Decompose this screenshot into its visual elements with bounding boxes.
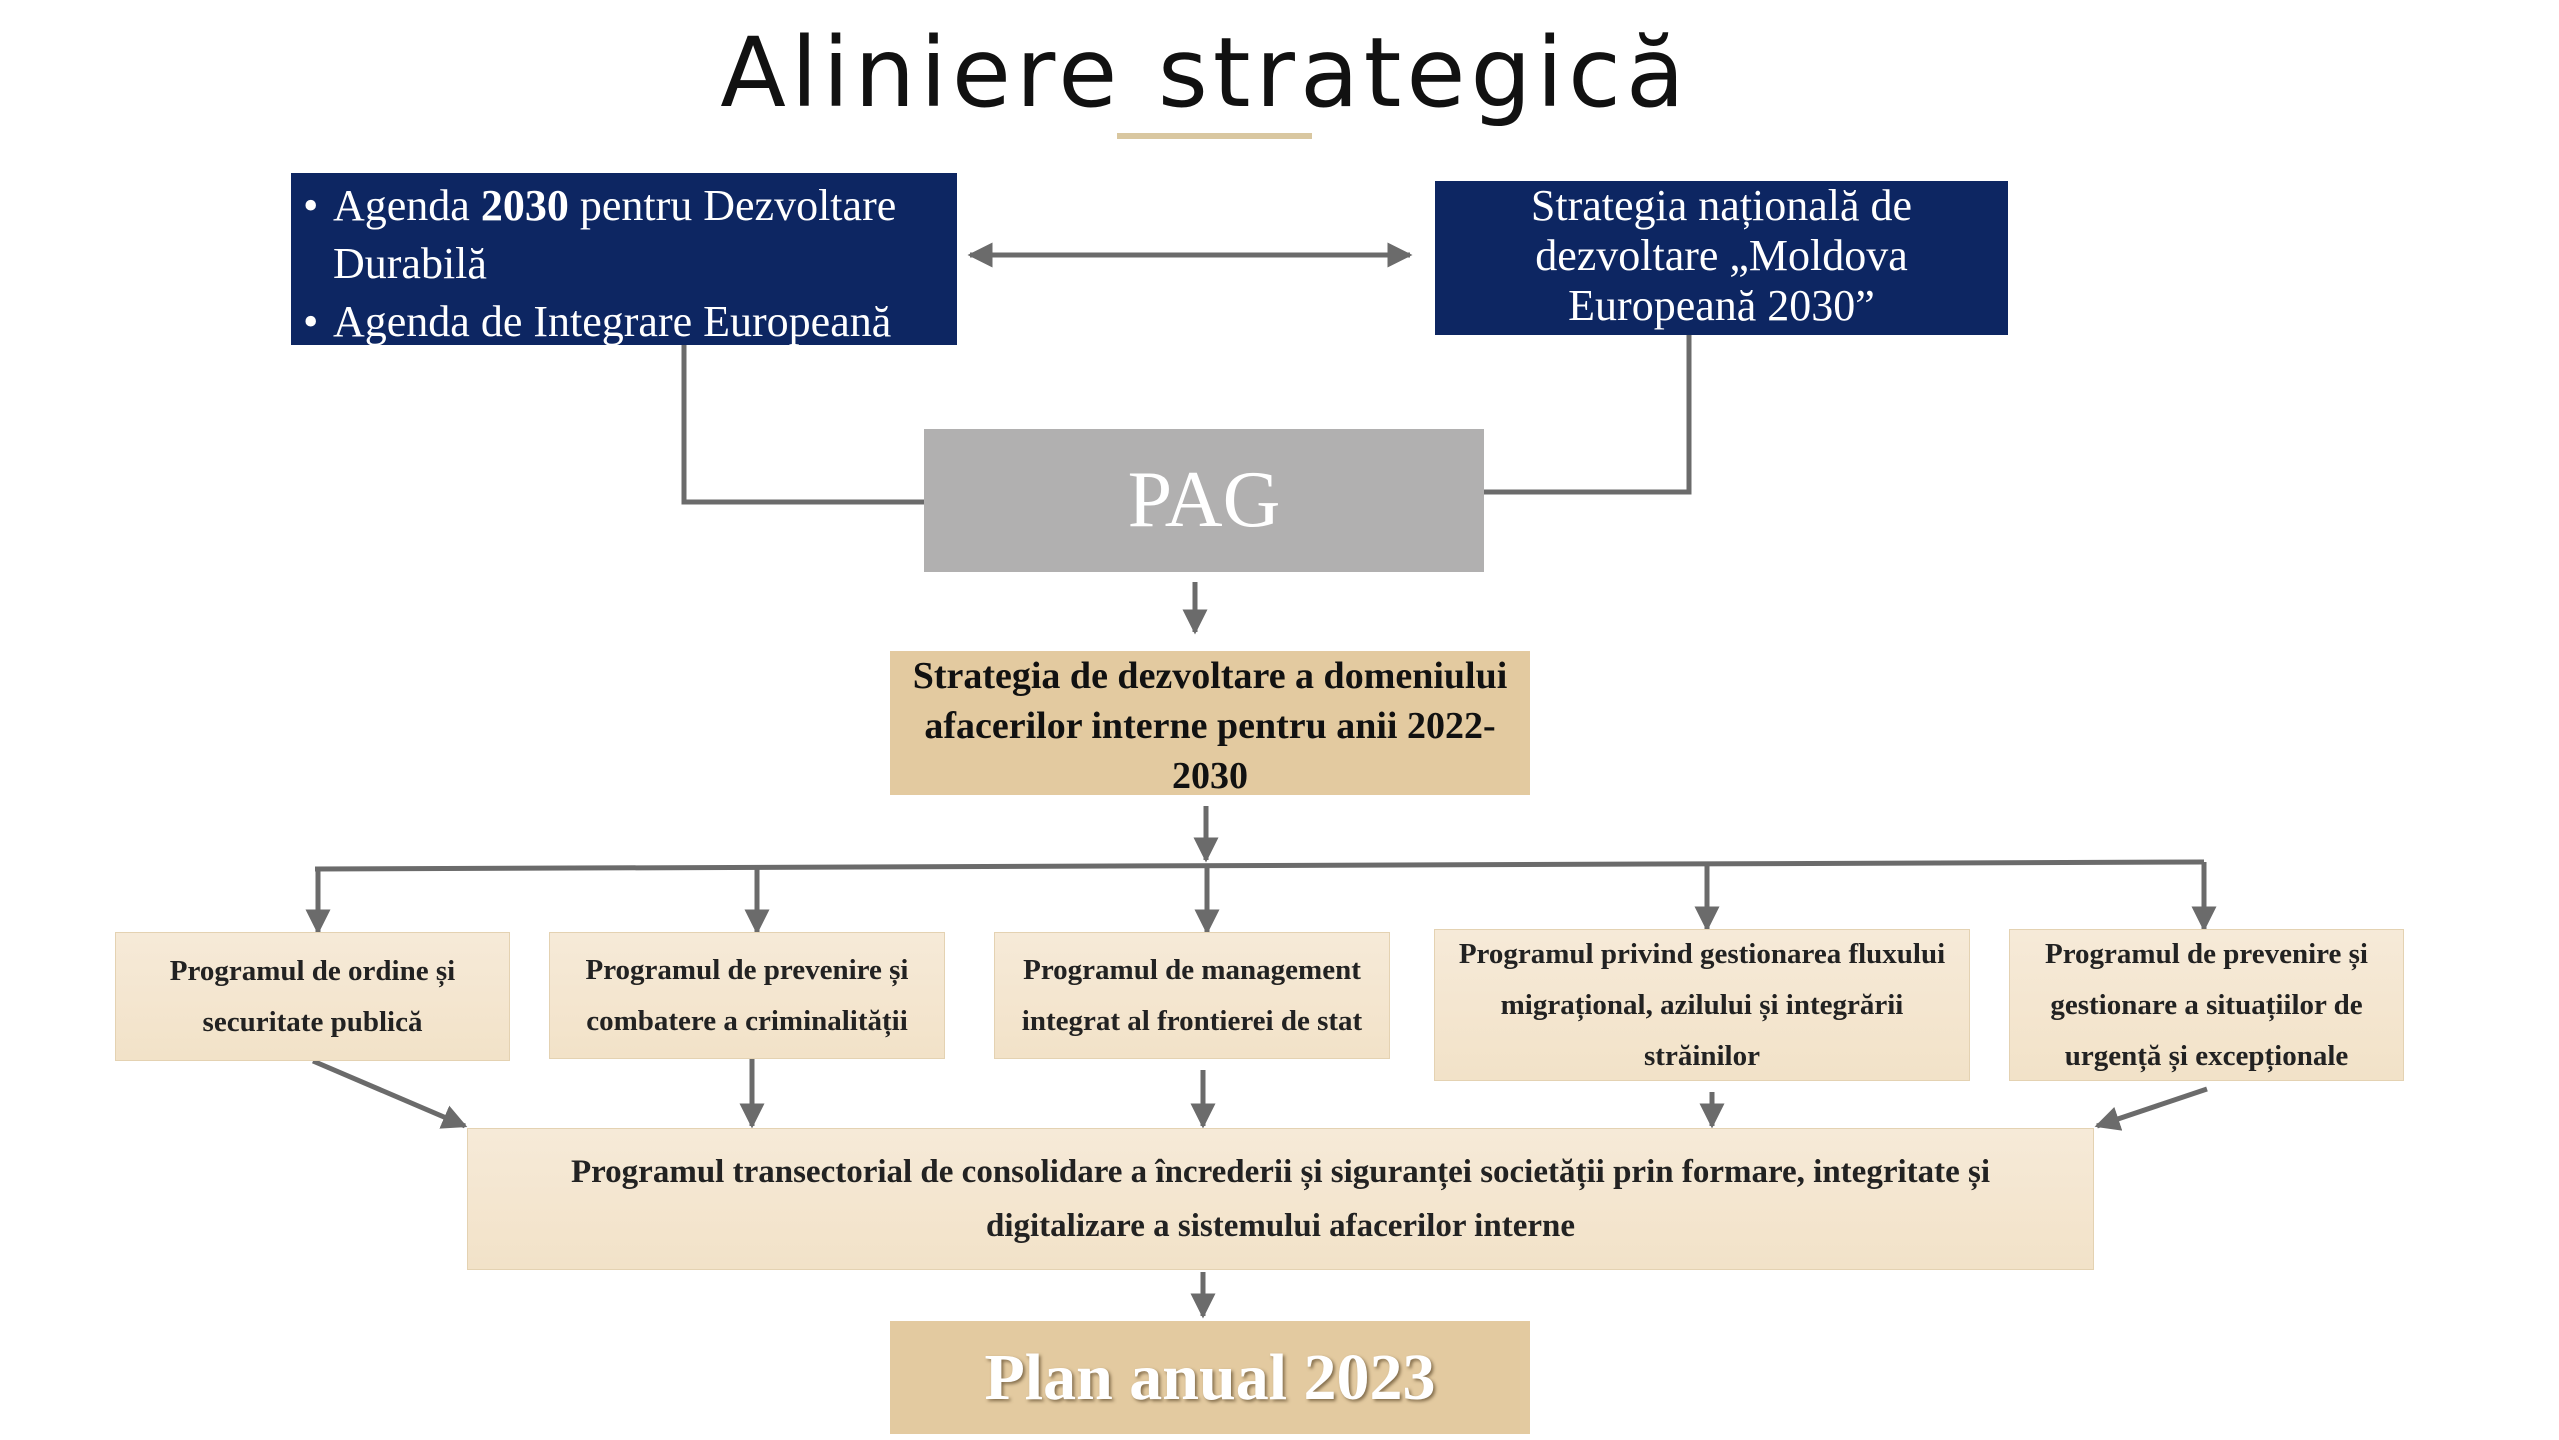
national-strategy-box: Strategia națională de dezvoltare „Moldo…	[1435, 181, 2008, 335]
transectorial-program-box: Programul transectorial de consolidare a…	[467, 1128, 2094, 1270]
agenda-2030-item: Agenda 2030 pentru Dezvoltare Durabilă	[303, 177, 957, 293]
program-label: Programul de prevenire și combatere a cr…	[585, 953, 909, 1037]
annual-plan-box: Plan anual 2023	[890, 1321, 1530, 1434]
program-1-to-transect-arrow	[312, 1058, 468, 1129]
transectorial-label: Programul transectorial de consolidare a…	[570, 1154, 1991, 1244]
program-5-to-transect-arrow	[2094, 1086, 2208, 1131]
program-bus-line	[314, 859, 2205, 872]
agenda-to-pag-connector	[681, 345, 924, 505]
strategy-to-pag-connector	[1484, 335, 1692, 495]
program-public-order-box: Programul de ordine și securitate public…	[115, 932, 510, 1061]
internal-affairs-strategy-box: Strategia de dezvoltare a domeniului afa…	[890, 651, 1530, 797]
program-emergency-box: Programul de prevenire și gestionare a s…	[2009, 929, 2404, 1081]
page-title: Aliniere strategică	[720, 17, 1690, 129]
agenda-box: Agenda 2030 pentru Dezvoltare Durabilă A…	[291, 173, 957, 351]
program-border-management-box: Programul de management integrat al fron…	[994, 932, 1390, 1059]
eu-integration-agenda-item: Agenda de Integrare Europeană	[303, 293, 957, 351]
program-label: Programul de ordine și securitate public…	[169, 954, 456, 1038]
pag-box: PAG	[924, 429, 1484, 572]
program-label: Programul de management integrat al fron…	[1021, 953, 1363, 1037]
program-crime-prevention-box: Programul de prevenire și combatere a cr…	[549, 932, 945, 1059]
program-label: Programul de prevenire și gestionare a s…	[2045, 937, 2368, 1072]
program-label: Programul privind gestionarea fluxului m…	[1458, 937, 1946, 1072]
program-migration-box: Programul privind gestionarea fluxului m…	[1434, 929, 1970, 1081]
title-underline	[1117, 133, 1312, 139]
